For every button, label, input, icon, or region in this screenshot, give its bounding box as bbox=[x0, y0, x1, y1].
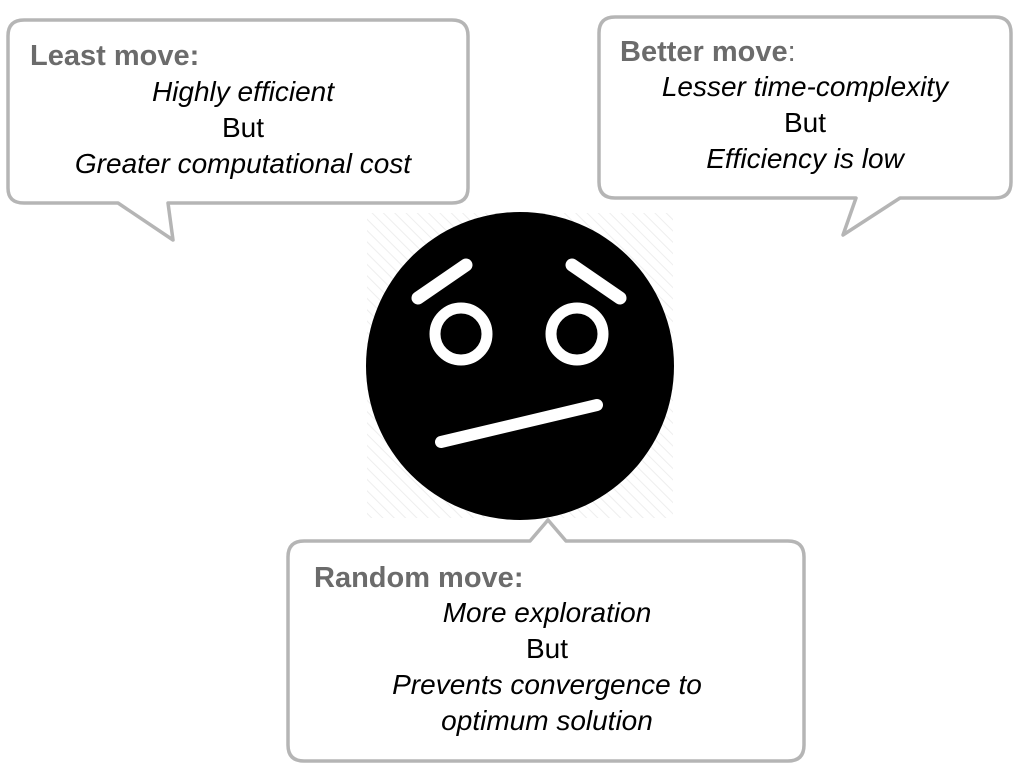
better-move-title: Better move: bbox=[620, 36, 796, 69]
random-move-title: Random move: bbox=[314, 562, 524, 594]
least-move-line-3: Greater computational cost bbox=[74, 148, 412, 179]
better-move-line-2: But bbox=[783, 107, 827, 138]
random-move-line-2: But bbox=[525, 633, 569, 664]
random-move-bubble bbox=[286, 518, 806, 763]
least-move-line-1: Highly efficient bbox=[151, 76, 335, 107]
better-move-line-1: Lesser time-complexity bbox=[661, 71, 949, 102]
least-move-title: Least move: bbox=[30, 40, 200, 72]
better-move-body: Lesser time-complexity But Efficiency is… bbox=[599, 69, 1011, 177]
right-eye bbox=[545, 302, 609, 366]
better-move-line-3: Efficiency is low bbox=[706, 143, 904, 174]
right-eyebrow bbox=[565, 258, 627, 305]
least-move-body: Highly efficient But Greater computation… bbox=[8, 74, 478, 182]
random-move-line-4: optimum solution bbox=[441, 705, 653, 736]
better-move-title-text: Better move bbox=[620, 36, 788, 68]
left-eye bbox=[429, 302, 493, 366]
least-move-bubble bbox=[6, 18, 470, 242]
face-circle bbox=[366, 212, 674, 520]
random-move-body: More exploration But Prevents convergenc… bbox=[300, 595, 794, 739]
random-move-line-3: Prevents convergence to bbox=[392, 669, 702, 700]
left-eyebrow bbox=[411, 258, 473, 305]
better-move-title-colon: : bbox=[787, 36, 796, 68]
least-move-line-2: But bbox=[221, 112, 265, 143]
better-move-bubble bbox=[597, 15, 1013, 237]
mouth bbox=[435, 399, 603, 448]
worried-face-icon bbox=[366, 212, 674, 520]
random-move-line-1: More exploration bbox=[442, 597, 652, 628]
